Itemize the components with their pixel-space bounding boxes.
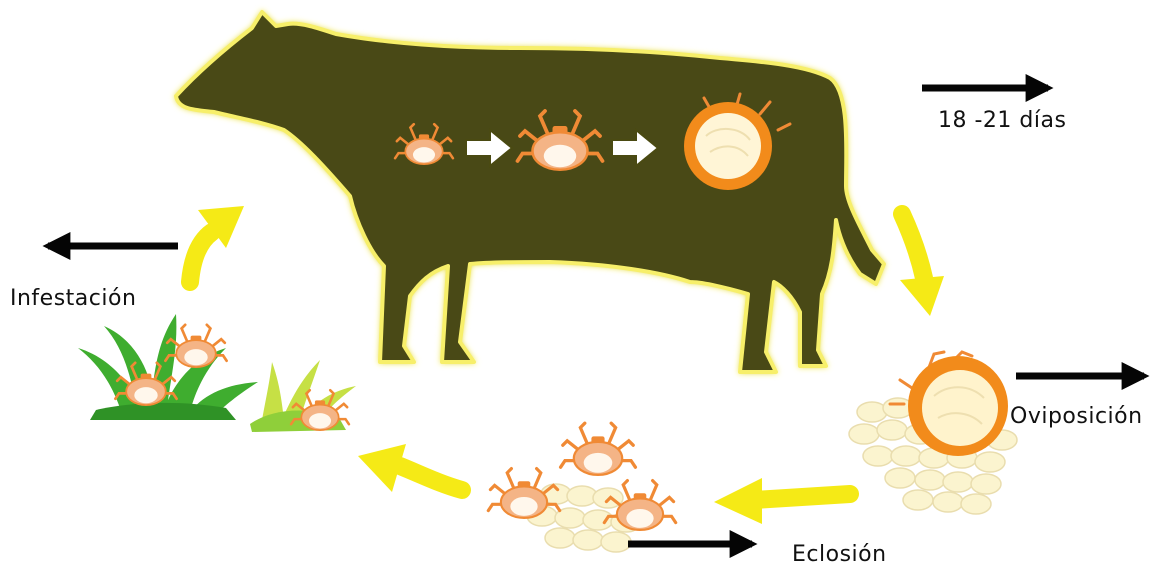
- cycle-arrow-to-hatching: [714, 478, 850, 524]
- infestation-label: Infestación: [10, 286, 136, 311]
- cycle-arrow-to-host: [190, 206, 244, 282]
- oviposition-label: Oviposición: [1010, 404, 1143, 429]
- duration-label: 18 -21 días: [938, 108, 1066, 133]
- cow-silhouette-icon: [176, 12, 884, 372]
- cycle-arrow-to-infestation: [358, 444, 462, 492]
- hatching-label: Eclosión: [792, 542, 887, 567]
- cycle-arrow-to-oviposition: [900, 214, 944, 316]
